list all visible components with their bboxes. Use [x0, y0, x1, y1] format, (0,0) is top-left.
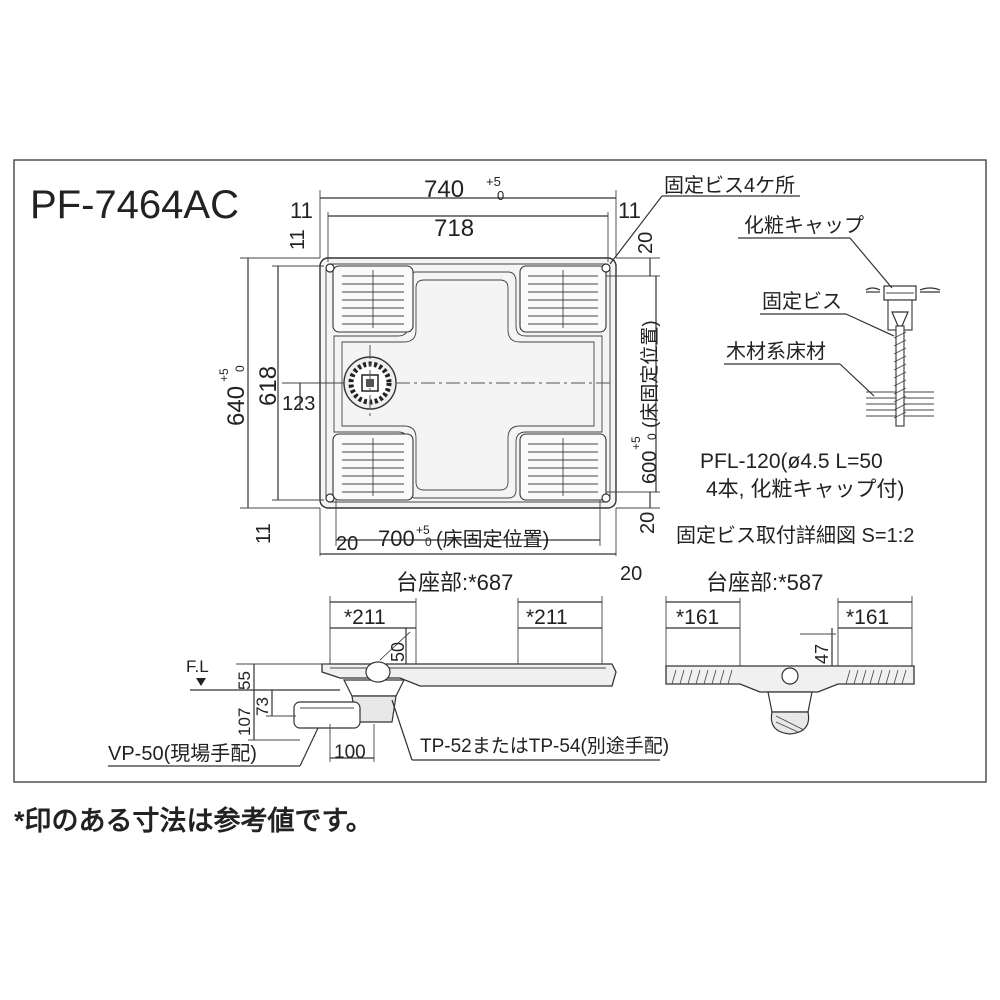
dim-123: 123: [282, 393, 315, 415]
dim-161-left: *161: [676, 606, 719, 629]
dim-600: 600: [639, 451, 661, 484]
dim-211-right: *211: [526, 606, 568, 629]
dim-20-right-lower: 20: [637, 512, 659, 534]
dim-20-right-upper: 20: [635, 232, 657, 254]
base-687-label: 台座部:*687: [396, 570, 513, 595]
detail-caption: 固定ビス取付詳細図 S=1:2: [676, 524, 914, 547]
base-587-label: 台座部:*587: [706, 570, 823, 595]
grate-top-right: [519, 265, 607, 333]
screw-spec-line1: PFL-120(ø4.5 L=50: [700, 450, 883, 473]
dim-740-tol-lower: 0: [497, 188, 504, 203]
pan-center-recess-inner: [341, 279, 595, 491]
dim-700-tol-lower: 0: [425, 535, 432, 549]
dim-50: 50: [388, 642, 408, 662]
screw-hole-icon: [325, 263, 335, 273]
dim-740-tol-upper: +5: [486, 174, 501, 189]
dim-73: 73: [253, 697, 272, 716]
screw-spec-line2: 4本, 化粧キャップ付): [706, 478, 904, 501]
dim-161-right: *161: [846, 606, 889, 629]
dim-20-bottom-left: 20: [336, 533, 358, 555]
screw-hole-icon: [601, 493, 611, 503]
footnote: *印のある寸法は参考値です。: [14, 805, 373, 836]
grate-bottom-right: [519, 433, 607, 501]
dim-211-left: *211: [344, 606, 386, 629]
dim-700-note: (床固定位置): [436, 528, 549, 551]
dim-640-tol-upper: +5: [217, 368, 231, 382]
dim-11-left-upper: 11: [287, 229, 309, 250]
floor-level-label: F.L: [186, 657, 209, 676]
dim-100: 100: [334, 742, 366, 763]
grate-bottom-left: [332, 433, 414, 501]
model-title: PF-7464AC: [30, 183, 239, 227]
dim-11-top-left: 11: [290, 198, 313, 223]
screw-callout-label: 固定ビス4ケ所: [664, 174, 795, 197]
vp50-label: VP-50(現場手配): [108, 742, 257, 765]
dim-718: 718: [434, 215, 474, 242]
plan-view: [240, 190, 800, 556]
dim-618: 618: [255, 366, 282, 406]
dim-20-bottom-right: 20: [620, 563, 642, 585]
label-fixing-screw: 固定ビス: [762, 290, 842, 313]
label-wood-floor: 木材系床材: [726, 340, 826, 363]
tp52-tp54-label: TP-52またはTP-54(別途手配): [420, 735, 669, 757]
grate-top-left: [332, 265, 414, 333]
dim-11-left-lower: 11: [253, 523, 275, 544]
dim-640: 640: [223, 386, 250, 426]
dim-55: 55: [235, 671, 254, 690]
dim-700: 700: [378, 526, 415, 551]
screw-hole-icon: [325, 493, 335, 503]
screw-hole-icon: [601, 263, 611, 273]
dim-11-top-right: 11: [618, 198, 641, 223]
dim-600-tol-lower: 0: [645, 433, 659, 440]
section-view-right: [665, 596, 915, 735]
label-cosmetic-cap: 化粧キャップ: [744, 214, 864, 237]
dim-600-tol-upper: +5: [629, 436, 643, 450]
dim-740: 740: [424, 176, 464, 203]
pan-center-recess: [333, 271, 603, 499]
dim-107: 107: [235, 708, 254, 736]
dim-600-note: (床固定位置): [639, 320, 661, 428]
dim-640-tol-lower: 0: [233, 365, 247, 372]
drawing-frame: [13, 159, 987, 783]
screw-detail-figure: [724, 237, 941, 427]
dim-47: 47: [812, 644, 832, 664]
section-view-left: [108, 596, 660, 767]
dim-700-tol-upper: +5: [416, 523, 430, 537]
